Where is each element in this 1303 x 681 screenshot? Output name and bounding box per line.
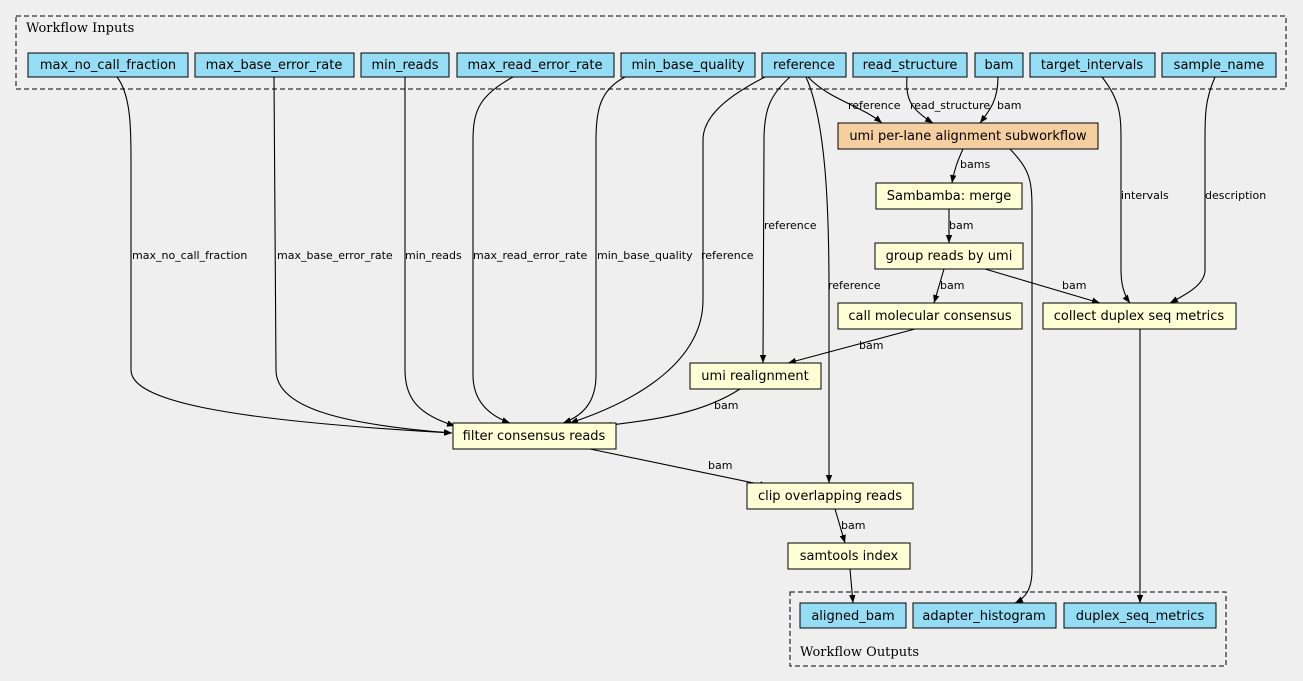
edge-label-reference-to-clip: reference — [828, 279, 881, 292]
node-label: samtools index — [800, 549, 899, 564]
edge-reference-to-clip: reference — [805, 76, 881, 483]
node-label: read_structure — [863, 58, 958, 73]
node-target-intervals[interactable]: target_intervals — [1029, 52, 1156, 78]
node-label: min_base_quality — [632, 58, 745, 73]
workflow-inputs-label: Workflow Inputs — [26, 21, 134, 36]
node-collect-duplex-seq-metrics[interactable]: collect duplex seq metrics — [1042, 302, 1237, 330]
edge-description: description — [1169, 76, 1266, 304]
edge-label-group-to-metrics: bam — [1062, 279, 1086, 292]
node-adapter-histogram[interactable]: adapter_histogram — [912, 602, 1057, 629]
node-label: clip overlapping reads — [758, 489, 902, 504]
node-sample-name[interactable]: sample_name — [1161, 52, 1277, 78]
edge-clip-to-index: bam — [834, 508, 865, 544]
node-min-reads[interactable]: min_reads — [360, 52, 450, 78]
node-label: filter consensus reads — [463, 429, 606, 444]
node-max-base-error-rate[interactable]: max_base_error_rate — [194, 52, 355, 78]
node-umi-realignment[interactable]: umi realignment — [689, 362, 822, 390]
edge-label-max-no-call-fraction: max_no_call_fraction — [132, 249, 247, 262]
edge-label-reference-to-filter: reference — [701, 249, 754, 262]
edge-consensus-to-realignment: bam — [787, 328, 916, 365]
node-label: group reads by umi — [886, 249, 1013, 264]
node-read-structure[interactable]: read_structure — [852, 52, 968, 78]
node-umi-alignment-subworkflow[interactable]: umi per-lane alignment subworkflow — [837, 122, 1099, 150]
edge-min-base-quality: min_base_quality — [562, 76, 693, 424]
edge-label-min-base-quality: min_base_quality — [597, 249, 693, 262]
edge-label-group-to-consensus: bam — [940, 279, 964, 292]
edge-label-clip-to-index: bam — [841, 519, 865, 532]
workflow-inputs-cluster: Workflow Inputs — [15, 15, 1287, 90]
node-label: aligned_bam — [811, 609, 894, 624]
node-reference[interactable]: reference — [761, 52, 847, 78]
edge-label-merge-to-group: bam — [949, 219, 973, 232]
edge-label-bams: bams — [960, 158, 990, 171]
node-bam[interactable]: bam — [974, 52, 1024, 78]
node-min-base-quality[interactable]: min_base_quality — [620, 52, 756, 78]
task-nodes: umi per-lane alignment subworkflow Samba… — [452, 122, 1237, 570]
edge-realignment-to-filter: bam — [602, 388, 741, 429]
node-label: max_base_error_rate — [206, 58, 343, 73]
edge-bams: bams — [950, 148, 990, 184]
edge-label-bam-to-alignment: bam — [997, 99, 1021, 112]
edge-read-structure: read_structure — [906, 76, 990, 124]
node-label: sample_name — [1174, 58, 1265, 73]
edge-intervals: intervals — [1101, 76, 1169, 304]
edge-max-read-error-rate: max_read_error_rate — [472, 76, 587, 424]
edge-max-base-error-rate: max_base_error_rate — [273, 76, 453, 436]
edge-filter-to-clip: bam — [589, 448, 769, 488]
edge-alignment-to-adapter-histogram — [1009, 148, 1033, 604]
edge-max-no-call-fraction: max_no_call_fraction — [116, 76, 453, 436]
node-group-reads-by-umi[interactable]: group reads by umi — [874, 242, 1024, 270]
edge-label-description: description — [1205, 189, 1266, 202]
node-label: duplex_seq_metrics — [1076, 609, 1205, 624]
edge-reference-to-filter: reference — [569, 76, 766, 424]
edge-label-reference-to-realignment: reference — [764, 219, 817, 232]
node-label: max_read_error_rate — [468, 58, 603, 73]
workflow-outputs-cluster: Workflow Outputs — [789, 591, 1227, 667]
node-label: umi per-lane alignment subworkflow — [849, 129, 1087, 144]
edge-bam-to-alignment: bam — [979, 76, 1021, 124]
edge-reference-to-realignment: reference — [759, 76, 817, 364]
node-label: adapter_histogram — [922, 609, 1045, 624]
edge-label-consensus-to-realignment: bam — [859, 339, 883, 352]
edge-label-reference-to-alignment: reference — [848, 99, 901, 112]
edge-label-read-structure: read_structure — [910, 99, 990, 112]
node-call-molecular-consensus[interactable]: call molecular consensus — [837, 302, 1023, 330]
node-label: umi realignment — [701, 369, 808, 384]
node-label: target_intervals — [1041, 58, 1144, 73]
edge-label-min-reads: min_reads — [405, 249, 462, 262]
node-label: call molecular consensus — [848, 309, 1012, 324]
edge-min-reads: min_reads — [404, 77, 462, 427]
edge-reference-to-alignment: reference — [807, 76, 901, 124]
node-label: Sambamba: merge — [887, 189, 1012, 204]
node-label: max_no_call_fraction — [40, 58, 176, 73]
input-nodes: max_no_call_fraction max_base_error_rate… — [27, 52, 1277, 78]
node-label: reference — [773, 58, 835, 73]
workflow-outputs-label: Workflow Outputs — [800, 645, 919, 660]
node-max-no-call-fraction[interactable]: max_no_call_fraction — [27, 52, 189, 78]
node-filter-consensus-reads[interactable]: filter consensus reads — [452, 422, 617, 450]
node-aligned-bam[interactable]: aligned_bam — [799, 602, 907, 629]
node-label: collect duplex seq metrics — [1054, 309, 1225, 324]
node-samtools-index[interactable]: samtools index — [787, 542, 911, 570]
edge-label-max-base-error-rate: max_base_error_rate — [277, 249, 393, 262]
output-nodes: aligned_bam adapter_histogram duplex_seq… — [799, 602, 1217, 629]
edge-label-realignment-to-filter: bam — [714, 399, 738, 412]
node-max-read-error-rate[interactable]: max_read_error_rate — [456, 52, 615, 78]
edge-label-intervals: intervals — [1121, 189, 1169, 202]
edges: max_no_call_fraction max_base_error_rate… — [116, 76, 1266, 604]
node-label: min_reads — [371, 58, 438, 73]
edge-merge-to-group: bam — [945, 209, 973, 243]
edge-group-to-metrics: bam — [984, 268, 1101, 304]
edge-label-max-read-error-rate: max_read_error_rate — [473, 249, 587, 262]
edge-group-to-consensus: bam — [933, 268, 964, 304]
node-sambamba-merge[interactable]: Sambamba: merge — [875, 182, 1023, 210]
node-label: bam — [985, 58, 1014, 73]
edge-label-filter-to-clip: bam — [708, 459, 732, 472]
node-clip-overlapping-reads[interactable]: clip overlapping reads — [746, 482, 914, 510]
edge-index-to-aligned-bam — [849, 568, 856, 604]
node-duplex-seq-metrics[interactable]: duplex_seq_metrics — [1063, 602, 1217, 629]
